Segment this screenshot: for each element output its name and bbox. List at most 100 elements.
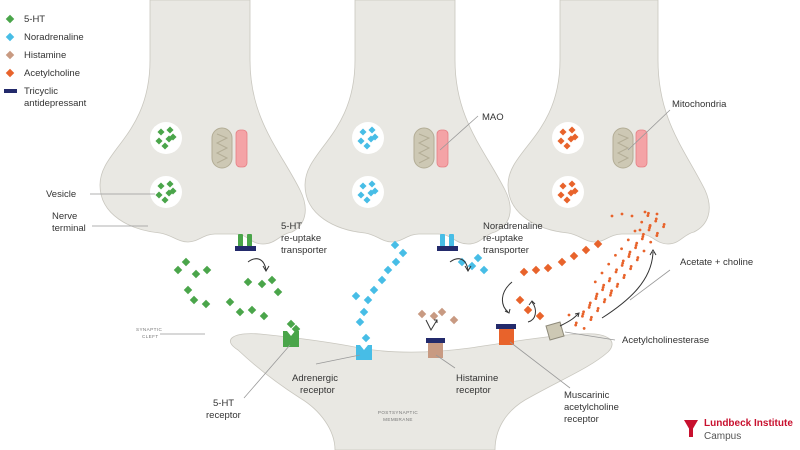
histamine-molecule	[449, 315, 459, 325]
histamine-legend-swatch	[5, 50, 15, 60]
ht5-legend-swatch	[5, 14, 15, 24]
noradrenaline-molecule	[390, 240, 400, 250]
noradrenaline-molecule	[473, 253, 483, 263]
noradrenaline-molecule	[363, 142, 371, 150]
mitochondria-3	[612, 127, 634, 169]
noradrenaline-molecule	[371, 187, 379, 195]
acetylcholine-molecule	[581, 245, 591, 255]
acetate-choline-particle	[607, 279, 611, 283]
noradrenaline-molecule	[377, 275, 387, 285]
histamine-receptor	[426, 338, 445, 358]
label-acetylcholinesterase: Acetylcholinesterase	[622, 335, 709, 346]
noradrenaline-molecule	[363, 295, 373, 305]
ht5-molecule	[273, 287, 283, 297]
legend-item-ht5: 5-HT	[5, 14, 45, 25]
acetate-choline-particle	[627, 255, 631, 258]
acetate-choline-particle	[616, 282, 620, 286]
tricyclic-legend-swatch	[4, 89, 17, 93]
mitochondria-2	[413, 127, 435, 169]
acetate-choline-particle	[629, 267, 632, 271]
acetate-choline-particle	[581, 314, 584, 318]
ht5-molecule	[161, 196, 169, 204]
acetate-choline-particle	[610, 214, 614, 218]
label-muscarinic-receptor-1: Muscarinic	[564, 390, 610, 401]
acetate-choline-particle	[615, 268, 618, 272]
label-muscarinic-receptor-2: acetylcholine	[564, 402, 619, 413]
acetate-choline-particle	[609, 293, 612, 297]
acetate-choline-particle	[646, 214, 650, 217]
acetate-choline-particle	[609, 291, 613, 295]
acetylcholine-molecule	[569, 251, 579, 261]
label-postsynaptic-1: POSTSYNAPTIC	[378, 410, 419, 415]
legend-item-tricyclic: Tricyclic antidepressant	[4, 86, 87, 109]
ht5-molecule	[155, 137, 163, 145]
ht5-molecule	[267, 275, 277, 285]
acetate-choline-particle	[587, 306, 591, 309]
muscarinic-arrow-up	[527, 301, 536, 323]
acetate-choline-particle	[589, 318, 593, 321]
presynaptic-neuron-2	[304, 0, 511, 245]
ht5-molecule	[225, 297, 235, 307]
acetate-choline-particle	[642, 232, 645, 236]
ht5-molecule	[191, 269, 201, 279]
leader-lines	[90, 109, 671, 399]
acetylcholine-molecule	[531, 265, 541, 275]
acetylcholine-molecule	[568, 126, 576, 134]
ht5-molecule	[202, 265, 212, 275]
acetate-choline-particle	[608, 277, 612, 280]
ht5-molecule	[157, 128, 165, 136]
acetate-choline-particle	[582, 327, 586, 330]
label-ht5-receptor-1: 5-HT	[213, 398, 234, 409]
acetylcholine-molecule	[535, 311, 545, 321]
legend-item-acetylcholine: Acetylcholine	[5, 68, 80, 79]
noradrenaline-reuptake-transporter	[437, 234, 458, 251]
acetate-choline-particle	[567, 313, 571, 317]
label-ht5-reuptake-3: transporter	[281, 245, 327, 256]
label-nerve-terminal-2: terminal	[52, 223, 86, 234]
noradrenaline-molecule	[368, 126, 376, 134]
noradrenaline-molecule	[361, 333, 371, 343]
ht5-molecule	[189, 295, 199, 305]
ht5-molecule	[169, 133, 177, 141]
acetate-choline-particle	[621, 261, 625, 265]
acetate-choline-particle	[622, 276, 626, 279]
muscarinic-receptor	[496, 324, 516, 345]
ht5-molecule	[291, 324, 301, 334]
noradrenaline-molecule	[357, 191, 365, 199]
tricyclic-block-2	[437, 246, 458, 251]
noradrenaline-molecule	[359, 307, 369, 317]
acetate-choline-particle	[581, 312, 585, 316]
noradrenaline-molecule	[363, 196, 371, 204]
acetate-choline-particle	[596, 309, 599, 313]
legend-label-ht5: 5-HT	[24, 14, 45, 25]
ht5-molecule	[181, 257, 191, 267]
label-mitochondria: Mitochondria	[672, 99, 727, 110]
tricyclic-block-4	[496, 324, 516, 329]
acetate-choline-particle	[628, 252, 631, 256]
acetylcholinesterase-enzyme	[545, 321, 565, 341]
process-arrows	[247, 249, 657, 332]
noradrenaline-molecule	[355, 317, 365, 327]
acetylcholine-molecule	[523, 305, 533, 315]
vesicle-3-top	[552, 122, 584, 154]
noradrenaline-molecule	[457, 257, 467, 267]
label-nerve-terminal-1: Nerve	[52, 211, 77, 222]
acetate-choline-particle	[654, 217, 658, 221]
acetate-choline-particle	[633, 229, 637, 233]
mao-enzyme-1	[235, 129, 248, 168]
noradrenaline-molecule	[398, 248, 408, 258]
acetate-choline-particle	[626, 238, 630, 242]
legend: 5-HT Noradrenaline Histamine Acetylcholi…	[4, 14, 87, 109]
acetate-choline-particle	[610, 289, 613, 293]
histamine-molecule	[417, 309, 427, 319]
acetate-choline-particle	[614, 270, 618, 274]
noradrenaline-molecule	[357, 137, 365, 145]
acetate-choline-particle	[593, 280, 597, 284]
label-ht5-reuptake-2: re-uptake	[281, 233, 321, 244]
acetate-choline-particle	[654, 219, 658, 223]
label-na-reuptake-3: transporter	[483, 245, 529, 256]
acetate-choline-particle	[615, 285, 619, 288]
vesicle-1-bottom	[150, 176, 182, 208]
ht5-reuptake-arrow	[247, 258, 267, 271]
